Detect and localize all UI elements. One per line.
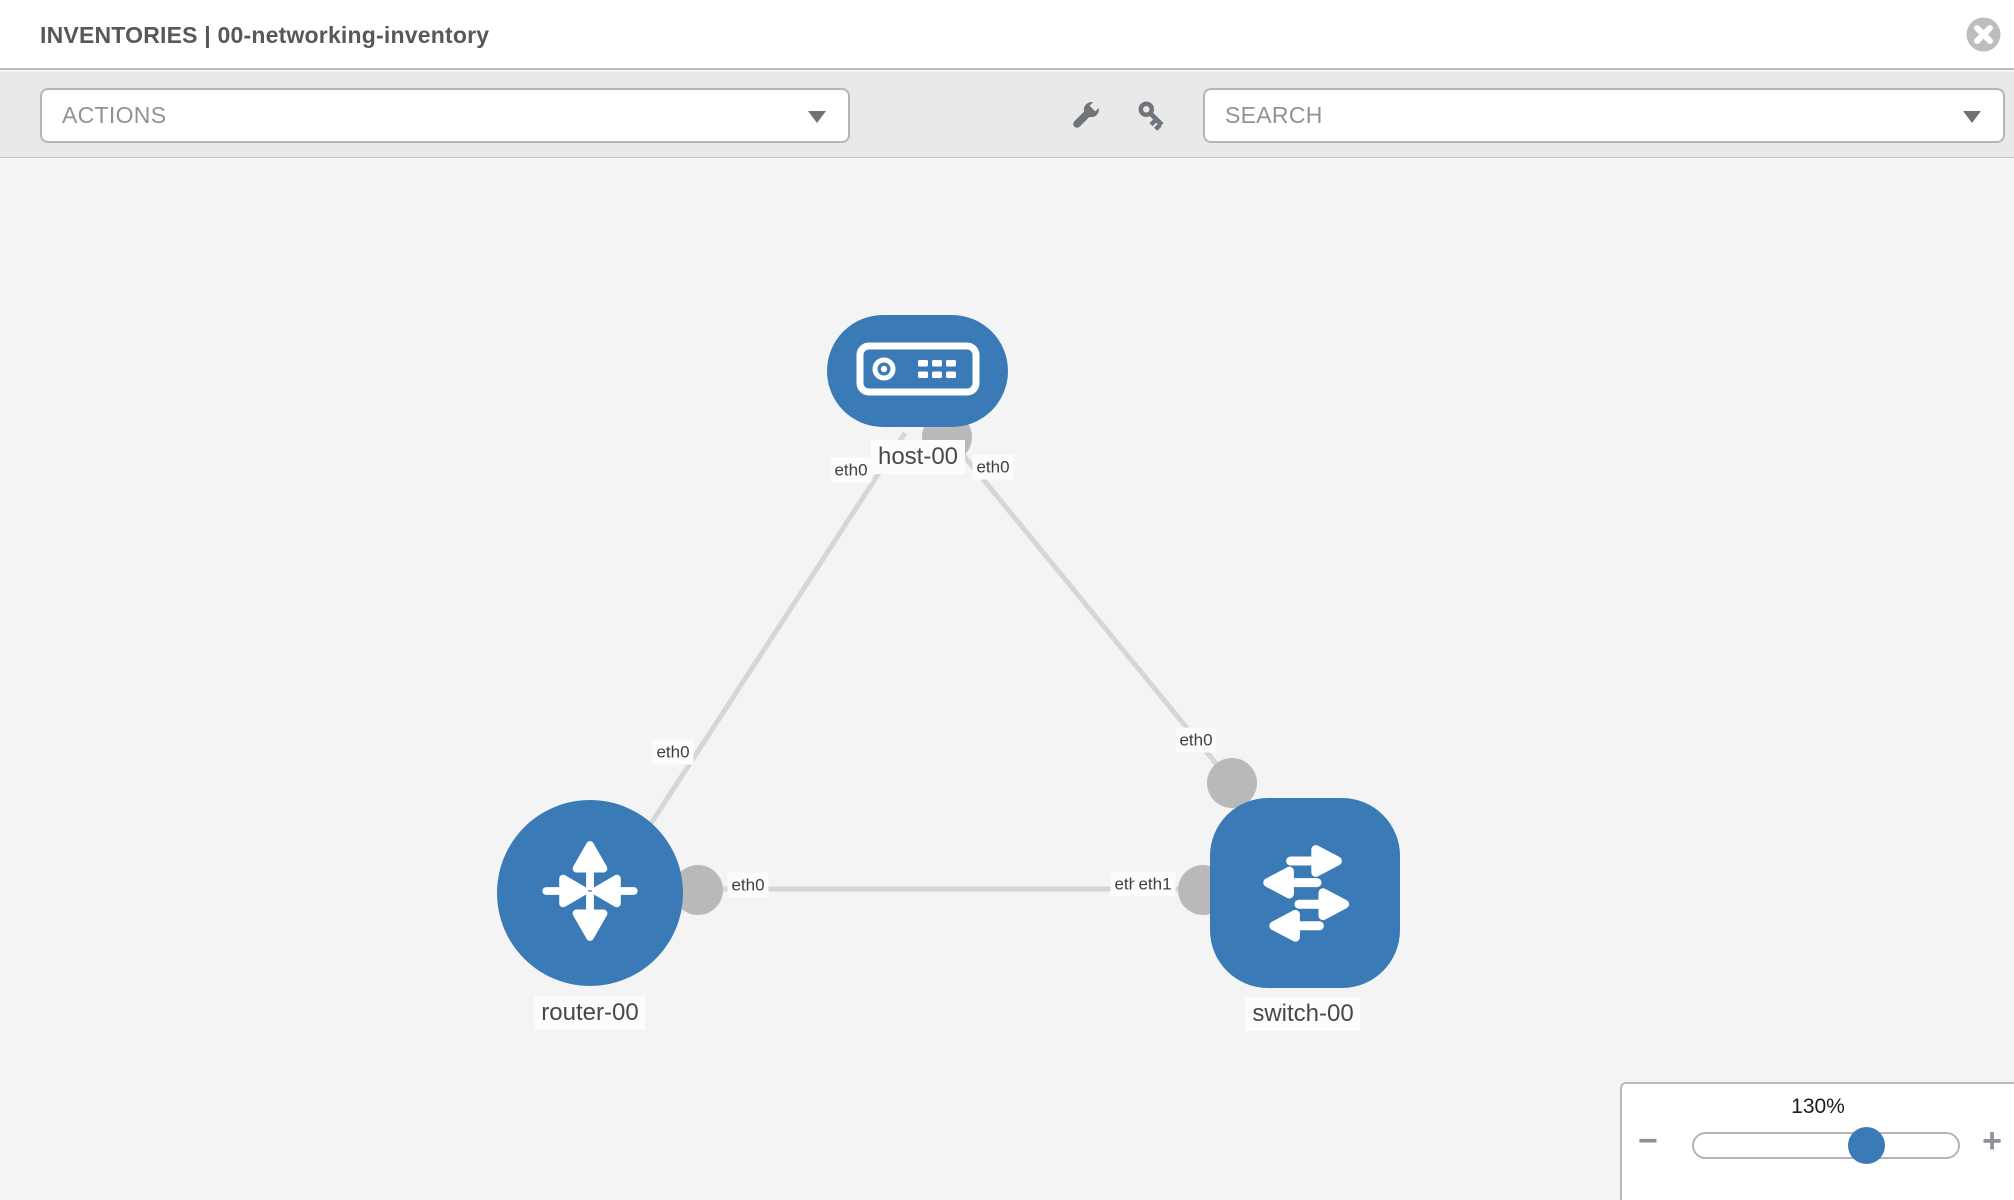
interface-dot [673,865,723,915]
router-icon [534,835,646,952]
interface-dot [1207,758,1257,808]
interface-label: eth0 [830,457,872,483]
zoom-out-button[interactable]: − [1638,1122,1658,1160]
zoom-panel: 130% − + [1620,1082,2014,1200]
actions-dropdown-label: ACTIONS [62,102,167,128]
close-icon [1966,17,2001,52]
toolbar: ACTIONS SEARCH [0,72,2014,158]
zoom-in-button[interactable]: + [1982,1122,2002,1160]
host-icon [856,342,980,401]
search-dropdown[interactable]: SEARCH [1203,88,2005,143]
interface-label: eth1 [1134,871,1176,897]
interface-label: eth0 [652,739,694,765]
node-label-switch-00: switch-00 [1245,997,1361,1031]
actions-dropdown[interactable]: ACTIONS [40,88,850,143]
zoom-level-label: 130% [1791,1095,1845,1118]
node-router-00[interactable] [497,800,683,986]
chevron-down-icon [1963,111,1981,123]
zoom-slider-thumb[interactable] [1847,1127,1885,1164]
chevron-down-icon [808,111,826,123]
wrench-icon [1073,100,1101,128]
key-button[interactable] [1135,98,1171,134]
modal-header: INVENTORIES | 00-networking-inventory [0,0,2014,70]
zoom-slider-track[interactable] [1692,1127,1960,1164]
node-switch-00[interactable] [1210,798,1400,988]
node-label-host-00: host-00 [870,440,966,474]
link-host-00-switch-00[interactable] [949,438,1234,785]
search-dropdown-label: SEARCH [1225,102,1323,128]
interface-label: eth0 [972,454,1014,480]
close-button[interactable] [1965,16,2002,53]
interface-label: eth0 [727,872,769,898]
link-host-00-router-00[interactable] [645,431,908,830]
key-icon [1138,101,1164,131]
switch-icon [1245,831,1365,956]
interface-label: eth0 [1175,727,1217,753]
configure-button[interactable] [1067,98,1103,134]
node-host-00[interactable] [827,315,1008,427]
page-title: INVENTORIES | 00-networking-inventory [40,22,490,48]
node-label-router-00: router-00 [534,996,646,1030]
